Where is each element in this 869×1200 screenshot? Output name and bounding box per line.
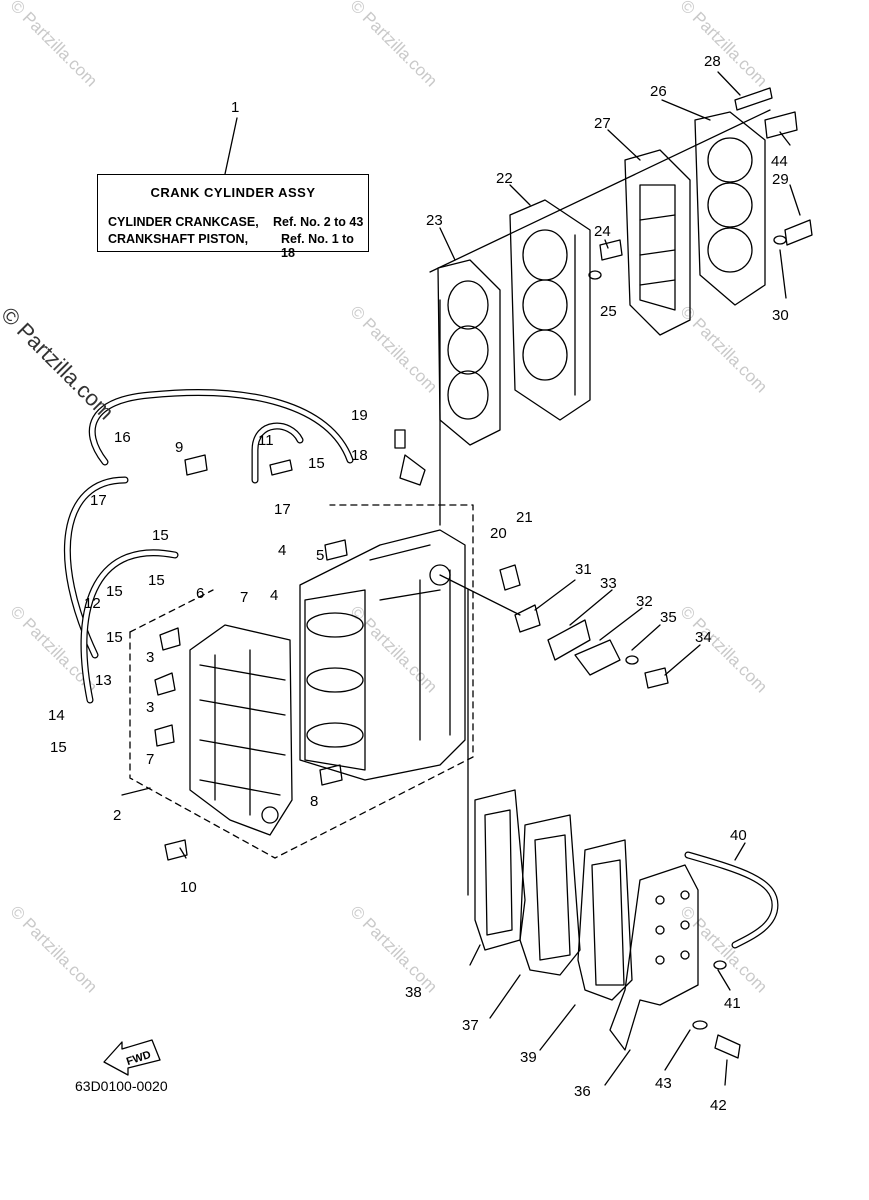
callout-34: 34 [695, 629, 712, 646]
assembly-title-box: CRANK CYLINDER ASSY CYLINDER CRANKCASE, … [97, 174, 369, 260]
ref-row-2-label: CRANKSHAFT PISTON, [108, 232, 249, 246]
callout-6: 6 [196, 585, 204, 602]
callout-4: 4 [270, 587, 278, 604]
callout-10: 10 [180, 879, 197, 896]
callout-22: 22 [496, 170, 513, 187]
callout-12: 12 [84, 595, 101, 612]
callout-23: 23 [426, 212, 443, 229]
callout-18: 18 [351, 447, 368, 464]
callout-14: 14 [48, 707, 65, 724]
callout-7: 7 [240, 589, 248, 606]
fwd-arrow-icon [103, 1039, 161, 1076]
callout-4: 4 [278, 542, 286, 559]
head-cover [694, 111, 766, 306]
assembly-outline [129, 504, 474, 859]
fittings [154, 87, 813, 1059]
exhaust-plate-37 [519, 814, 581, 976]
callout-27: 27 [594, 115, 611, 132]
callout-15: 15 [308, 455, 325, 472]
callout-3: 3 [146, 699, 154, 716]
callout-17: 17 [90, 492, 107, 509]
cylinder-head [509, 199, 591, 421]
exhaust-plate-38 [474, 789, 526, 951]
callout-15: 15 [152, 527, 169, 544]
callout-36: 36 [574, 1083, 591, 1100]
callout-41: 41 [724, 995, 741, 1012]
callout-19: 19 [351, 407, 368, 424]
callout-15: 15 [50, 739, 67, 756]
callout-11: 11 [258, 432, 274, 449]
diagram-code: 63D0100-0020 [75, 1078, 168, 1094]
callout-5: 5 [316, 547, 324, 564]
callout-35: 35 [660, 609, 677, 626]
callout-44: 44 [771, 153, 788, 170]
callout-8: 8 [310, 793, 318, 810]
callout-15: 15 [106, 583, 123, 600]
callout-38: 38 [405, 984, 422, 1001]
callout-40: 40 [730, 827, 747, 844]
cover-gasket [624, 149, 691, 336]
callout-21: 21 [516, 509, 533, 526]
callout-43: 43 [655, 1075, 672, 1092]
callout-29: 29 [772, 171, 789, 188]
exhaust-cover [609, 864, 699, 1051]
callout-1: 1 [231, 99, 239, 116]
callout-16: 16 [114, 429, 131, 446]
head-gasket [437, 259, 501, 446]
callout-31: 31 [575, 561, 592, 578]
callout-24: 24 [594, 223, 611, 240]
callout-28: 28 [704, 53, 721, 70]
hose-16 [88, 389, 354, 466]
callout-32: 32 [636, 593, 653, 610]
callout-33: 33 [600, 575, 617, 592]
callout-39: 39 [520, 1049, 537, 1066]
callout-30: 30 [772, 307, 789, 324]
exhaust-plate-39 [577, 839, 633, 1001]
callout-17: 17 [274, 501, 291, 518]
callout-15: 15 [148, 572, 165, 589]
callout-37: 37 [462, 1017, 479, 1034]
leader-line [224, 117, 238, 175]
cylinder-block [299, 529, 466, 781]
callout-15: 15 [106, 629, 123, 646]
ref-row-2-value: Ref. No. 1 to 18 [281, 232, 354, 260]
callout-42: 42 [710, 1097, 727, 1114]
callout-26: 26 [650, 83, 667, 100]
callout-3: 3 [146, 649, 154, 666]
assembly-title: CRANK CYLINDER ASSY [150, 185, 316, 200]
callout-2: 2 [113, 807, 121, 824]
callout-leaders [121, 71, 801, 1086]
crankcase-half [189, 624, 293, 836]
ref-row-1-label: CYLINDER CRANKCASE, [108, 215, 259, 229]
ref-row-1-value: Ref. No. 2 to 43 [273, 215, 364, 229]
callout-20: 20 [490, 525, 507, 542]
callout-9: 9 [175, 439, 183, 456]
callout-numbers: 1 2 3 3 4 4 5 6 7 7 8 9 10 11 12 13 14 1… [48, 53, 789, 1114]
callout-7: 7 [146, 751, 154, 768]
callout-25: 25 [600, 303, 617, 320]
callout-13: 13 [95, 672, 112, 689]
